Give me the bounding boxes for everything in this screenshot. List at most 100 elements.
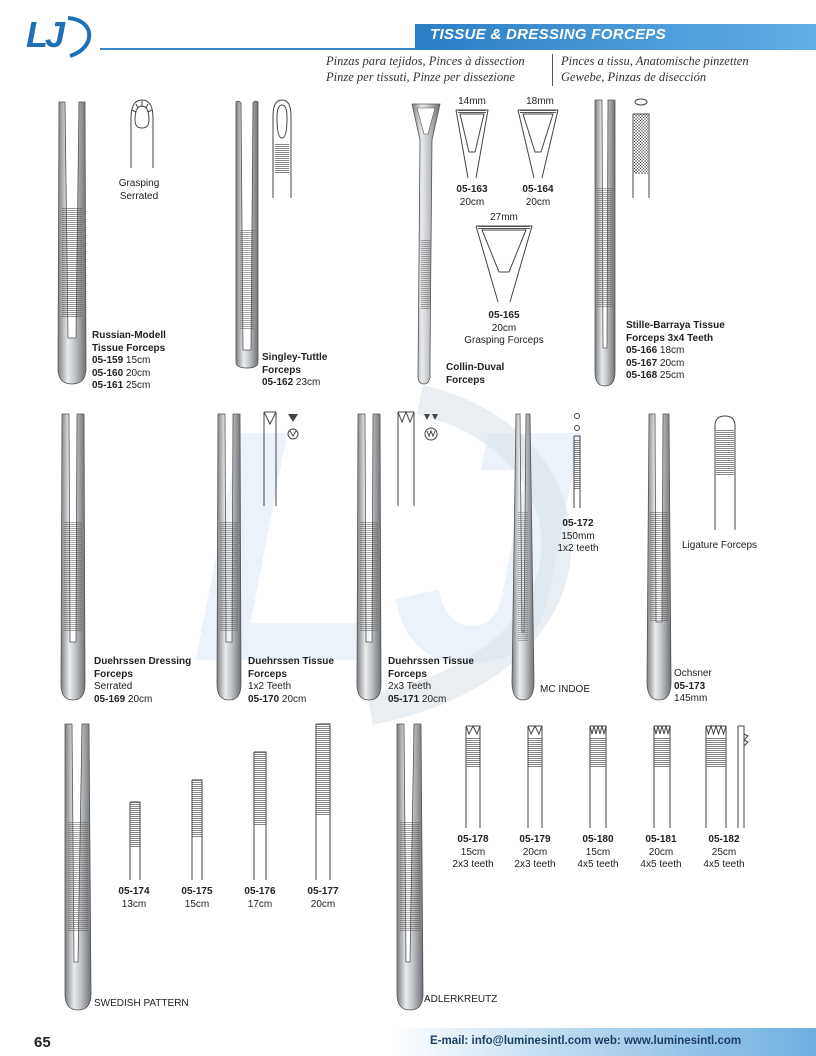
russian-label: Russian-Modell Tissue Forceps 05-159 15c… [92,330,166,393]
tip-174-icon [129,801,141,880]
collin-duval-forceps-image [411,103,441,385]
adler-name: ADLERKREUTZ [424,994,498,1005]
subtitle-left-2: Pinze per tissuti, Pinze per dissezione [326,70,515,84]
russian-detail-1: Grasping [118,178,160,189]
d170-tip-icon [263,411,299,506]
duehrssen-171-image [356,413,382,701]
stille-item-1: 05-166 18cm [626,345,685,356]
russian-item-1: 05-159 15cm [92,355,151,366]
d171-name-1: Duehrssen Tissue [388,656,474,667]
stille-name-2: Forceps 3x4 Teeth [626,332,714,344]
collin-tip-165-icon [475,225,533,303]
grasping-tip-icon [130,99,154,168]
tip-163-size: 20cm [459,196,485,208]
stille-item-3: 05-168 25cm [626,370,685,381]
page-number: 65 [34,1034,51,1051]
duehrssen-170-label: Duehrssen Tissue Forceps 1x2 Teeth 05-17… [248,656,334,706]
subtitle-left-1: Pinzas para tejidos, Pinces à dissection [326,54,525,68]
ochsner-tip-icon [714,415,736,530]
tip-165-label: 05-165 20cm Grasping Forceps [454,310,554,348]
singley-name-2: Forceps [262,364,301,376]
d171-name-2: Forceps [388,668,427,680]
tip-181-icon [653,725,671,828]
tip-165-size: 20cm [491,322,517,334]
d171-detail: 2x3 Teeth [388,681,432,692]
footer-contact[interactable]: E-mail: info@luminesintl.com web: www.lu… [430,1035,742,1047]
page-title: TISSUE & DRESSING FORCEPS [430,26,666,43]
tip-165-code: 05-165 [488,310,520,321]
d169-name-2: Forceps [94,668,133,680]
tip-165-desc: Grasping Forceps [464,335,544,346]
russian-name-2: Tissue Forceps [92,342,166,354]
tip-178-icon [465,724,481,828]
tip-164-width: 18mm [526,96,554,107]
stille-tip-icon [632,98,650,198]
russian-detail: Grasping Serrated [106,178,172,203]
mc-indoe-name: MC INDOE [540,684,590,695]
subtitle-divider [552,54,553,86]
tip-163-width: 14mm [458,96,486,107]
ochsner-label: Ochsner 05-173 145mm [674,668,712,706]
mc-indoe-tip-icon [573,413,581,508]
subtitle-right-2: Gewebe, Pinzas de disección [561,70,707,84]
d170-detail: 1x2 Teeth [248,681,292,692]
duehrssen-171-label: Duehrssen Tissue Forceps 2x3 Teeth 05-17… [388,656,474,706]
duehrssen-169-image [60,413,86,701]
swedish-forceps-image [64,723,92,1011]
collin-name-1: Collin-Duval [446,362,505,373]
stille-name-1: Stille-Barraya Tissue [626,320,725,331]
ochsner-code: 05-173 [674,680,706,692]
stille-item-2: 05-167 20cm [626,357,685,369]
d170-item: 05-170 20cm [248,693,307,705]
title-bar [415,24,816,50]
tip-182-icon [705,724,749,828]
collin-tip-164-icon [517,109,559,179]
russian-forceps-image [57,101,87,385]
tip-175-icon [191,779,203,880]
tip-164-code: 05-164 [522,184,554,195]
d169-item: 05-169 20cm [94,693,153,705]
mc-indoe-size: 150mm [561,530,595,542]
duehrssen-170-image [216,413,242,701]
ochsner-detail: Ligature Forceps [682,540,758,551]
d169-name-1: Duehrssen Dressing [94,656,192,667]
mc-indoe-teeth: 1x2 teeth [557,543,599,554]
d170-name-1: Duehrssen Tissue [248,656,334,667]
logo-lettering: LJ [26,14,65,55]
mc-indoe-code: 05-172 [562,518,594,529]
singley-tip-icon [272,99,292,198]
stille-forceps-image [594,99,616,387]
duehrssen-169-label: Duehrssen Dressing Forceps Serrated 05-1… [94,656,191,706]
adlerkreutz-forceps-image [396,723,424,1011]
d169-detail: Serrated [94,681,133,692]
russian-detail-2: Serrated [119,190,159,202]
footer-bar [0,1028,816,1056]
tip-164-label: 05-164 20cm [514,184,562,209]
collin-tip-163-icon [455,109,489,179]
russian-item-3: 05-161 25cm [92,380,151,391]
ochsner-size: 145mm [674,693,708,704]
singley-label: Singley-Tuttle Forceps 05-162 23cm [262,352,327,390]
brand-logo: LJ [22,12,94,58]
tip-180-icon [589,725,607,828]
tip-163-code: 05-163 [456,184,488,195]
singley-item: 05-162 23cm [262,377,321,388]
swedish-name: SWEDISH PATTERN [94,998,189,1009]
stille-label: Stille-Barraya Tissue Forceps 3x4 Teeth … [626,320,725,383]
tip-165-width: 27mm [490,212,518,223]
mc-indoe-spec: 05-172 150mm 1x2 teeth [550,518,606,556]
ochsner-name: Ochsner [674,668,712,679]
tip-163-label: 05-163 20cm [448,184,496,209]
singley-forceps-image [235,100,259,369]
tip-176-icon [253,751,267,880]
tip-179-icon [527,724,543,828]
tip-177-icon [315,723,331,880]
